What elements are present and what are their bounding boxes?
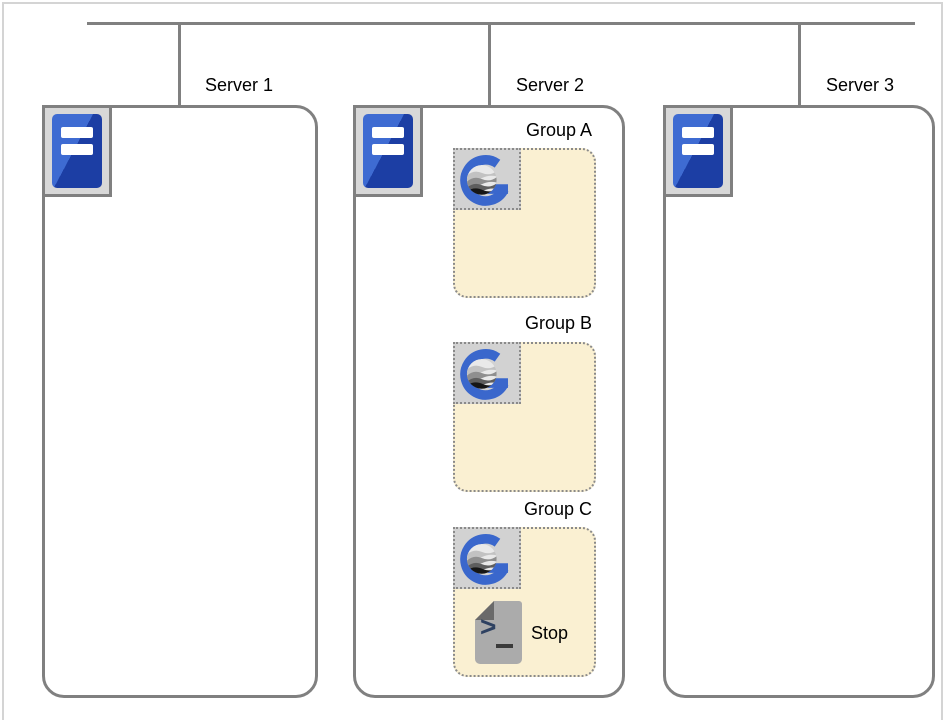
server-2-label: Server 2 (516, 75, 585, 95)
tower-body (363, 114, 413, 188)
group-b-label: Group B (524, 313, 592, 333)
g-globe-logo-icon (458, 151, 516, 207)
server-tower-icon (42, 105, 112, 197)
stop-script-label: Stop (531, 623, 569, 643)
g-globe-logo-icon (458, 530, 516, 586)
script-file-icon: > (475, 601, 522, 664)
tower-body (52, 114, 102, 188)
group-a-label: Group A (525, 120, 592, 140)
tower-slot (61, 144, 93, 155)
server-tower-icon (353, 105, 423, 197)
server-3-label: Server 3 (826, 75, 895, 95)
network-bus-line (87, 22, 915, 25)
group-a-logo-square (453, 148, 521, 210)
tower-slot (682, 144, 714, 155)
group-c-logo-square (453, 527, 521, 589)
group-c-label: Group C (523, 499, 592, 519)
drop-line-server-2 (488, 24, 491, 106)
group-b-logo-square (453, 342, 521, 404)
tower-slot (372, 127, 404, 138)
script-underscore-glyph (496, 644, 513, 648)
page-border-top (2, 2, 943, 4)
page-border-left (2, 2, 4, 720)
server-1-label: Server 1 (205, 75, 274, 95)
tower-body (673, 114, 723, 188)
page-border-right (941, 2, 943, 720)
tower-slot (682, 127, 714, 138)
server-1-box (42, 105, 318, 698)
script-prompt-glyph: > (480, 611, 497, 642)
server-3-box (663, 105, 935, 698)
server-tower-icon (663, 105, 733, 197)
tower-slot (61, 127, 93, 138)
drop-line-server-3 (798, 24, 801, 106)
g-globe-logo-icon (458, 345, 516, 401)
tower-slot (372, 144, 404, 155)
drop-line-server-1 (178, 24, 181, 106)
